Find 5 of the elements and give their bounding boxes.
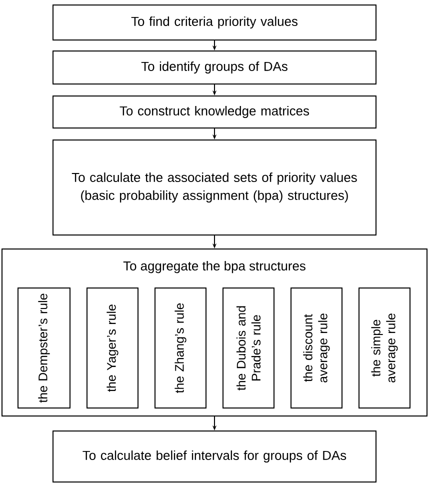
process-box: To identify groups of DAs [52, 50, 376, 84]
process-box: To calculate the associated sets of priority values (basic probability assignment (bpa) structures) [52, 140, 376, 236]
process-box: To find criteria priority values [52, 4, 376, 40]
process-box: To construct knowledge matrices [52, 96, 376, 128]
process-box: To calculate belief intervals for groups of DAs [52, 430, 376, 482]
